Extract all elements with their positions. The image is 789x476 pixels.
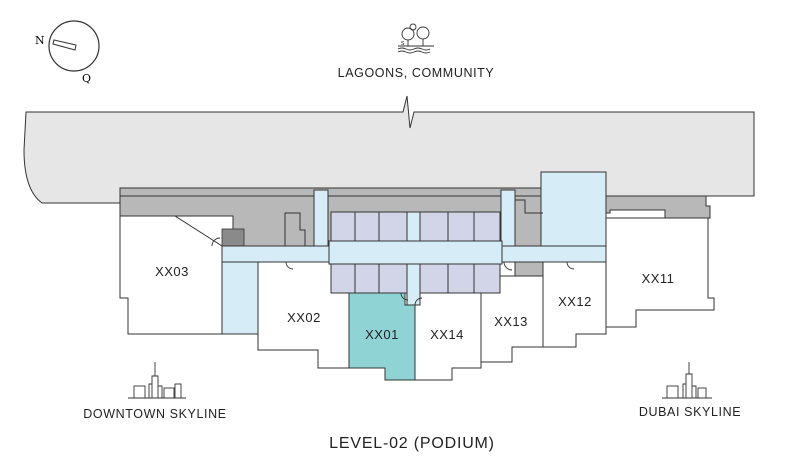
dubai-skyline-icon	[662, 362, 712, 399]
core-corridor	[328, 240, 503, 265]
downtown-skyline-icon	[128, 362, 186, 399]
top-view-label: LAGOONS, COMMUNITY	[338, 66, 495, 80]
compass-south-label: Q	[82, 72, 91, 85]
unit-xx13-label: XX13	[494, 314, 528, 329]
dark-service-room	[221, 228, 245, 247]
unit-xx11-label: XX11	[642, 271, 675, 286]
lagoon-trees-icon: s	[397, 23, 434, 54]
notch-right	[515, 199, 543, 214]
left-view-label: DOWNTOWN SKYLINE	[83, 407, 226, 421]
unit-xx03-label: XX03	[155, 264, 189, 279]
svg-text:s: s	[401, 40, 405, 47]
unit-xx11[interactable]	[605, 217, 715, 328]
compass-north-label: N	[35, 34, 45, 47]
unit-xx03[interactable]	[119, 215, 223, 335]
unit-xx12-label: XX12	[558, 294, 592, 309]
corridors	[221, 171, 607, 335]
unit-xx01-label: XX01	[365, 327, 399, 342]
unit-xx14-label: XX14	[430, 327, 464, 342]
notch-left	[284, 212, 306, 246]
level-title: LEVEL-02 (PODIUM)	[329, 435, 495, 452]
door-swings	[211, 237, 575, 306]
podium-slab	[23, 95, 755, 204]
right-view-label: DUBAI SKYLINE	[639, 405, 741, 419]
compass-icon: N Q	[35, 20, 100, 85]
unit-xx02-label: XX02	[287, 310, 321, 325]
central-core	[330, 211, 501, 294]
